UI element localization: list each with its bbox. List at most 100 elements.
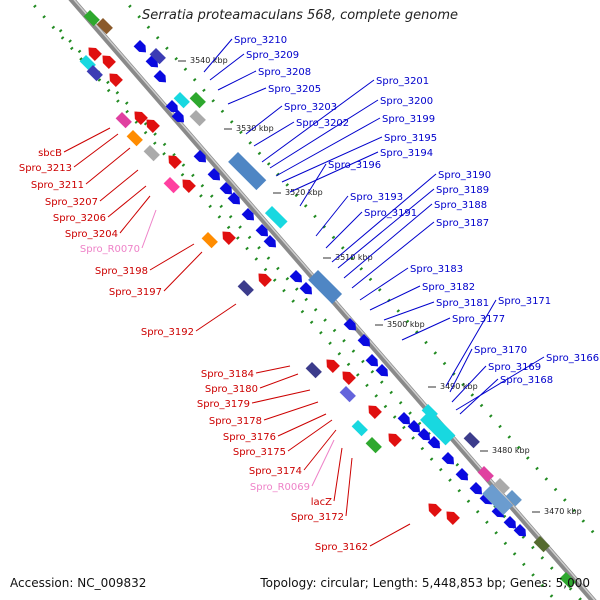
- scale-label: 3480 kbp: [492, 446, 530, 455]
- scale-label: 3540 kbp: [190, 56, 228, 65]
- gene-label: Spro_3166: [546, 353, 599, 364]
- leader-line: [315, 195, 349, 237]
- reverse-gene-arrow: [428, 503, 442, 517]
- gene-block: [505, 490, 522, 507]
- gene-label: Spro_3204: [65, 229, 118, 240]
- operon-block: [228, 152, 267, 191]
- scale-label: 3520 kbp: [285, 188, 323, 197]
- gene-label: Spro_3210: [234, 35, 287, 46]
- forward-gene-arrow: [375, 364, 389, 377]
- forward-gene-arrow: [241, 208, 255, 221]
- scale-label: 3500 kbp: [387, 320, 425, 329]
- reverse-gene-arrow: [146, 119, 160, 133]
- leader-line: [311, 439, 335, 487]
- forward-gene-arrow: [469, 482, 483, 495]
- forward-gene-arrow: [503, 516, 517, 529]
- scale-label: 3530 kbp: [236, 124, 274, 133]
- gene-label: Spro_3178: [209, 416, 262, 427]
- gene-label: Spro_3182: [422, 282, 475, 293]
- leader-line: [149, 243, 195, 271]
- genome-backbone: [68, 0, 597, 600]
- gene-label: Spro_R0070: [80, 244, 140, 255]
- reverse-gene-arrow: [258, 273, 272, 287]
- leader-line: [289, 151, 379, 193]
- leader-line: [333, 447, 343, 502]
- gene-block: [86, 65, 103, 82]
- leader-line: [259, 373, 299, 389]
- reverse-gene-arrow: [222, 231, 236, 245]
- gene-label: Spro_R0069: [250, 482, 310, 493]
- leader-line: [451, 365, 487, 403]
- forward-gene-arrow: [153, 70, 167, 83]
- leader-line: [345, 457, 353, 517]
- gene-label: Spro_3188: [434, 200, 487, 211]
- gene-label: Spro_3175: [233, 447, 286, 458]
- gene-label: Spro_3206: [53, 213, 106, 224]
- gene-block: [351, 420, 368, 437]
- gene-label: Spro_3211: [31, 180, 84, 191]
- gene-label: Spro_3169: [488, 362, 541, 373]
- forward-gene-arrow: [299, 282, 313, 295]
- leader-line: [337, 188, 435, 269]
- gene-block: [201, 232, 218, 249]
- leader-line: [107, 185, 147, 218]
- leader-line: [287, 419, 333, 452]
- gene-label: Spro_3203: [284, 102, 337, 113]
- leader-line: [227, 87, 267, 105]
- forward-gene-arrow: [441, 452, 455, 465]
- gene-label: Spro_3171: [498, 296, 551, 307]
- forward-gene-arrow: [397, 412, 411, 425]
- gene-label: Spro_3176: [223, 432, 276, 443]
- forward-gene-arrow: [207, 168, 221, 181]
- forward-gene-arrow: [165, 100, 179, 113]
- reverse-gene-arrow: [182, 179, 196, 193]
- gene-block: [149, 47, 166, 65]
- leader-line: [261, 79, 375, 163]
- leader-line: [325, 211, 363, 249]
- gene-label: Spro_3202: [296, 118, 349, 129]
- reverse-gene-arrow: [134, 111, 148, 125]
- gene-label: Spro_3172: [291, 512, 344, 523]
- gene-label: Spro_3174: [249, 466, 302, 477]
- gene-block: [559, 572, 576, 589]
- scale-label: 3470 kbp: [544, 507, 582, 516]
- gene-label: Spro_3208: [258, 67, 311, 78]
- leader-line: [343, 203, 433, 279]
- leader-line: [195, 303, 237, 332]
- gene-label: Spro_3170: [474, 345, 527, 356]
- genome-summary: Topology: circular; Length: 5,448,853 bp…: [260, 576, 590, 590]
- gene-label: Spro_3201: [376, 76, 429, 87]
- gene-label: Spro_3196: [328, 160, 381, 171]
- gene-label: Spro_3181: [436, 298, 489, 309]
- outer-forward-track: [122, 0, 600, 541]
- forward-gene-arrow: [133, 40, 147, 53]
- reverse-gene-arrow: [88, 47, 102, 61]
- leader-line: [245, 105, 283, 135]
- leader-line: [119, 195, 151, 234]
- leader-line: [459, 378, 499, 415]
- leader-line: [99, 169, 139, 202]
- leader-line: [455, 356, 545, 411]
- leader-line: [401, 317, 451, 341]
- gene-label: Spro_3200: [380, 96, 433, 107]
- gene-block: [237, 280, 254, 297]
- leader-line: [275, 117, 381, 177]
- forward-gene-arrow: [343, 318, 357, 331]
- forward-gene-arrow: [227, 192, 241, 205]
- gene-label: Spro_3179: [197, 399, 250, 410]
- gene-block: [365, 437, 382, 454]
- forward-gene-arrow: [513, 524, 527, 537]
- forward-gene-arrow: [455, 468, 469, 481]
- gene-label: Spro_3205: [268, 84, 321, 95]
- gene-label: sbcB: [38, 148, 62, 159]
- gene-label: Spro_3198: [95, 266, 148, 277]
- leader-line: [251, 389, 311, 404]
- gene-block: [83, 9, 100, 27]
- gene-label: Spro_3183: [410, 264, 463, 275]
- reverse-gene-arrow: [326, 359, 340, 373]
- leader-line: [351, 221, 435, 289]
- forward-gene-arrow: [427, 436, 441, 449]
- leader-line: [369, 523, 411, 547]
